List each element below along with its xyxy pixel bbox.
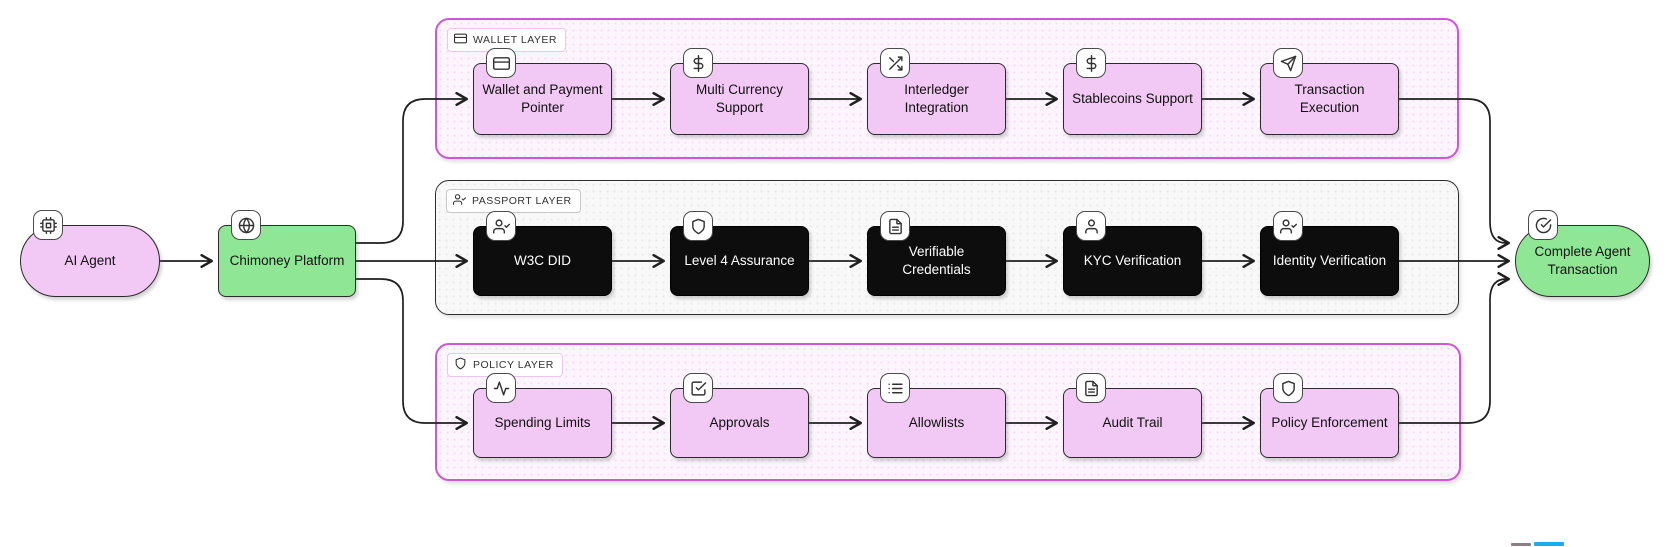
passport-layer-badge: PASSPORT LAYER: [446, 189, 581, 213]
activity-icon: [486, 373, 516, 403]
node-allowlists: Allowlists: [867, 373, 1006, 458]
node-chimoney-platform: Chimoney Platform: [218, 210, 356, 297]
node-label: Verifiable Credentials: [902, 243, 971, 277]
passport-layer-label: PASSPORT LAYER: [472, 195, 572, 207]
node-label: Multi Currency Support: [695, 81, 784, 115]
node-label: Allowlists: [908, 414, 965, 430]
node-wallet-and-payment-pointer: Wallet and Payment Pointer: [473, 48, 612, 135]
node-identity-verification: Identity Verification: [1260, 211, 1399, 296]
file-text-icon: [1076, 373, 1106, 403]
dollar-sign-icon: [683, 48, 713, 78]
shield-icon: [683, 211, 713, 241]
dollar-sign-icon: [1076, 48, 1106, 78]
node-approvals: Approvals: [670, 373, 809, 458]
policy-layer-label: POLICY LAYER: [473, 359, 554, 371]
user-check-icon: [453, 193, 466, 209]
user-check-icon: [486, 211, 516, 241]
node-ai-agent: AI Agent: [20, 210, 160, 297]
check-square-icon: [683, 373, 713, 403]
globe-icon: [231, 210, 261, 240]
node-label: Complete Agent Transaction: [1534, 243, 1631, 277]
node-label: Spending Limits: [494, 414, 591, 430]
node-label: Identity Verification: [1272, 252, 1387, 268]
node-label: Chimoney Platform: [229, 252, 345, 268]
shuffle-icon: [880, 48, 910, 78]
node-label: KYC Verification: [1083, 252, 1182, 268]
node-label: W3C DID: [514, 252, 571, 268]
shield-icon: [454, 357, 467, 373]
node-audit-trail: Audit Trail: [1063, 373, 1202, 458]
node-label: Audit Trail: [1102, 414, 1163, 430]
send-icon: [1273, 48, 1303, 78]
node-w3c-did: W3C DID: [473, 211, 612, 296]
logo-fragment-gray: [1511, 543, 1531, 546]
node-policy-enforcement: Policy Enforcement: [1260, 373, 1399, 458]
file-text-icon: [880, 211, 910, 241]
node-label: Transaction Execution: [1294, 81, 1365, 115]
cpu-icon: [33, 210, 63, 240]
node-label: Policy Enforcement: [1271, 414, 1388, 430]
node-complete-agent-transaction: Complete Agent Transaction: [1515, 210, 1650, 297]
list-icon: [880, 373, 910, 403]
node-multi-currency-support: Multi Currency Support: [670, 48, 809, 135]
node-interledger-integration: Interledger Integration: [867, 48, 1006, 135]
node-label: Interledger Integration: [904, 81, 969, 115]
user-icon: [1076, 211, 1106, 241]
node-verifiable-credentials: Verifiable Credentials: [867, 211, 1006, 296]
node-label: Approvals: [709, 414, 770, 430]
shield-icon: [1273, 373, 1303, 403]
node-stablecoins-support: Stablecoins Support: [1063, 48, 1202, 135]
node-label: Wallet and Payment Pointer: [482, 81, 603, 115]
credit-card-icon: [486, 48, 516, 78]
policy-layer-badge: POLICY LAYER: [447, 353, 563, 377]
node-level-4-assurance: Level 4 Assurance: [670, 211, 809, 296]
node-label: Stablecoins Support: [1072, 90, 1193, 106]
node-kyc-verification: KYC Verification: [1063, 211, 1202, 296]
node-transaction-execution: Transaction Execution: [1260, 48, 1399, 135]
node-spending-limits: Spending Limits: [473, 373, 612, 458]
check-circle-icon: [1528, 210, 1558, 240]
user-check-icon: [1273, 211, 1303, 241]
wallet-layer-label: WALLET LAYER: [473, 34, 558, 46]
logo-fragment-blue: [1534, 542, 1564, 546]
node-label: Level 4 Assurance: [684, 252, 795, 268]
credit-card-icon: [454, 32, 467, 48]
node-label: AI Agent: [64, 252, 116, 268]
